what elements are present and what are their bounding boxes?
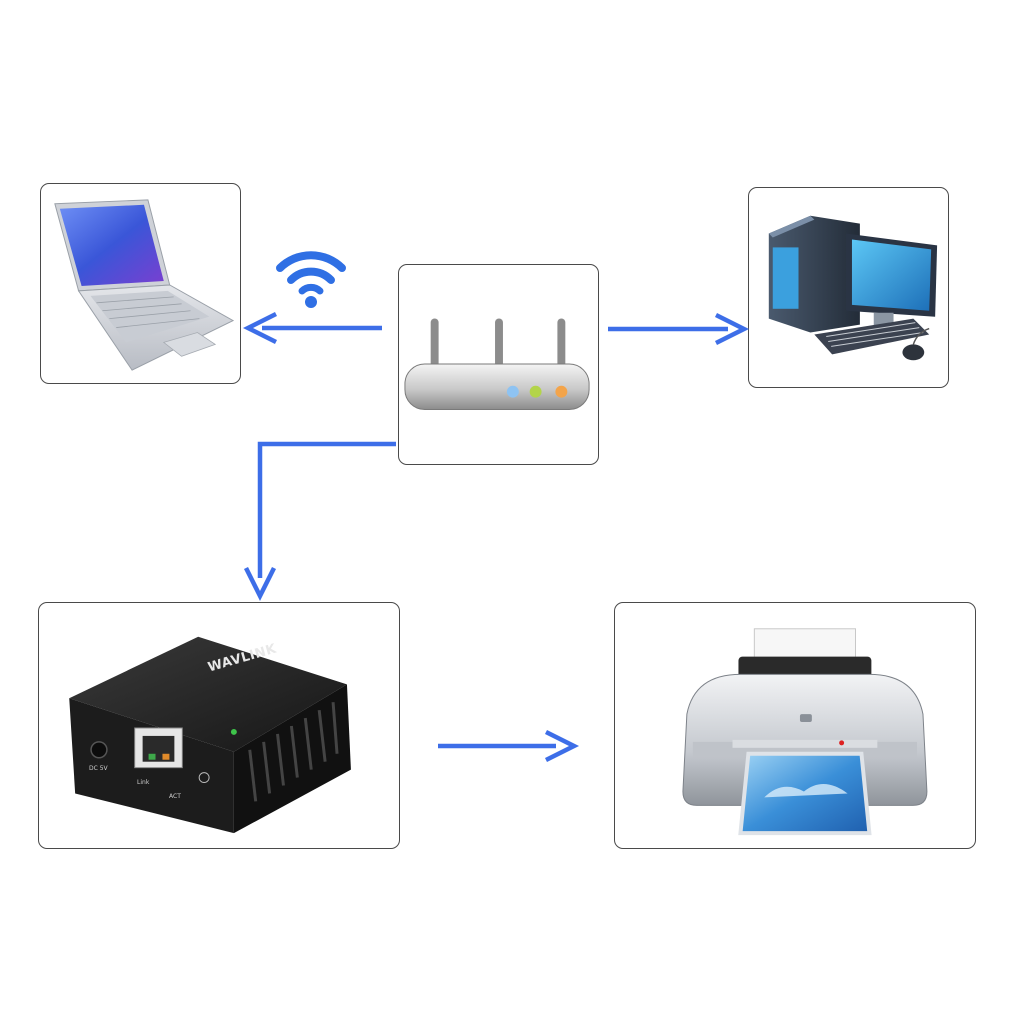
laptop-icon [54, 199, 235, 371]
desktop-computer-icon [768, 215, 938, 361]
print-server-icon [69, 636, 351, 834]
arrowhead-printer [544, 729, 580, 763]
arrowhead-print-server [243, 566, 277, 602]
wifi-signal-icon [276, 251, 346, 308]
print-server-node: WAVLINK DC 5V Link ACT [38, 602, 400, 849]
printer-node [614, 602, 976, 849]
wifi-router-icon [404, 318, 590, 411]
desktop-node [748, 187, 949, 388]
arrowhead-desktop [714, 312, 750, 346]
laptop-node [40, 183, 241, 384]
printer-icon [682, 628, 928, 836]
power-jack [90, 741, 108, 759]
link-label: Link [137, 779, 150, 786]
router-led-orange [555, 385, 568, 398]
act-label: ACT [169, 793, 181, 800]
network-icon [198, 772, 210, 784]
status-led [230, 728, 237, 735]
power-label: DC 5V [89, 765, 108, 772]
arrow-router-to-print-server [257, 441, 396, 578]
router-led-green [529, 385, 542, 398]
arrowhead-laptop [242, 311, 278, 345]
router-led-blue [506, 385, 519, 398]
router-node [398, 264, 599, 465]
